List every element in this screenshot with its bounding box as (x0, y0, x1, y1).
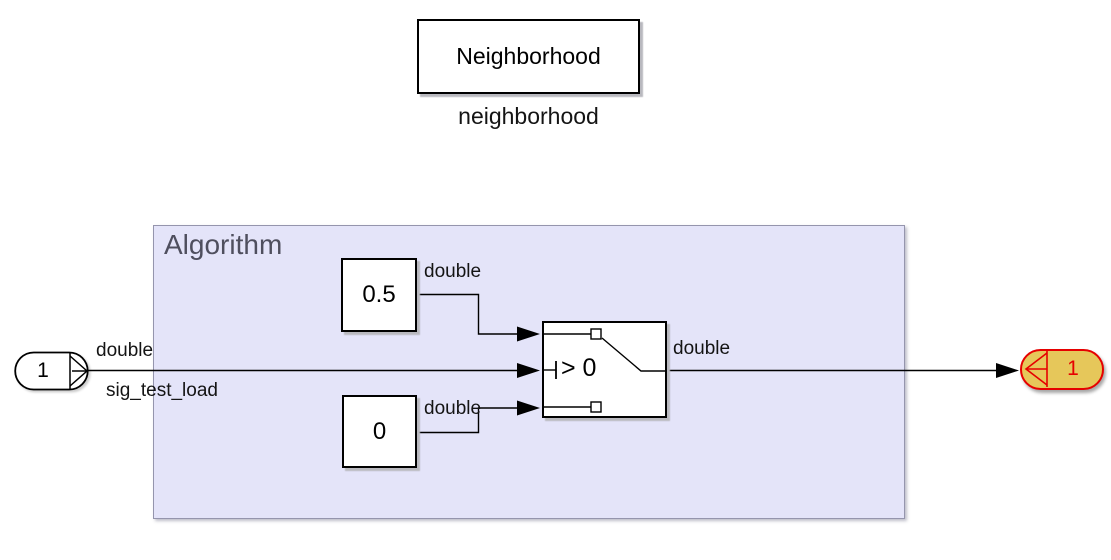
subsystem-block-label[interactable]: neighborhood (458, 103, 599, 129)
inport-signal-type-label: double (96, 340, 154, 361)
inport-block[interactable]: 1 (14, 351, 90, 392)
outport-glyph (1024, 351, 1048, 387)
constant-block-lower[interactable]: 0 (342, 395, 417, 468)
arrowhead-outport (996, 363, 1019, 378)
inport-number: 1 (37, 359, 49, 382)
switch-criteria-label: > 0 (561, 354, 597, 382)
subsystem-block-title: Neighborhood (456, 43, 601, 69)
algorithm-area-title[interactable]: Algorithm (164, 229, 283, 260)
constant-block-upper[interactable]: 0.5 (341, 258, 417, 332)
inport-glyph (14, 351, 89, 391)
constant-upper-type-label: double (424, 261, 482, 282)
subsystem-block-neighborhood[interactable]: Neighborhood (417, 19, 640, 94)
algorithm-area[interactable]: Algorithm (153, 225, 905, 519)
switch-glyph (544, 328, 665, 413)
constant-lower-type-label: double (424, 398, 482, 419)
outport-number: 1 (1067, 357, 1079, 380)
switch-block[interactable]: > 0 (542, 321, 667, 418)
outport-block[interactable]: 1 (1020, 349, 1104, 390)
switch-output-type-label: double (673, 338, 731, 359)
inport-signal-name-label[interactable]: sig_test_load (106, 380, 218, 401)
constant-lower-value: 0 (372, 417, 387, 445)
constant-upper-value: 0.5 (362, 281, 396, 308)
